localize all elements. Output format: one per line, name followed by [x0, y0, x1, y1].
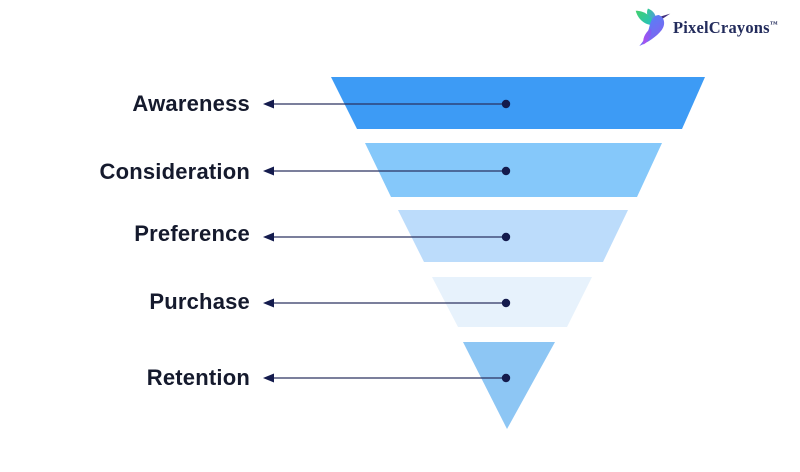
stage-label-awareness: Awareness	[132, 91, 250, 116]
brand-name: PixelCrayons™	[673, 18, 778, 38]
stage-label-consideration: Consideration	[99, 159, 250, 184]
arrowhead-left-icon	[263, 166, 274, 176]
arrowhead-left-icon	[263, 373, 274, 383]
brand-name-text: PixelCrayons	[672, 18, 770, 37]
trademark-symbol: ™	[769, 19, 778, 29]
stage-label-purchase: Purchase	[149, 289, 250, 314]
funnel-stage-consideration	[365, 143, 662, 197]
connector-dot	[501, 166, 511, 176]
arrowhead-left-icon	[263, 232, 274, 242]
stage-label-preference: Preference	[134, 221, 250, 246]
arrowhead-left-icon	[263, 99, 274, 109]
connector-dot	[501, 232, 511, 242]
arrowhead-left-icon	[263, 298, 274, 308]
connector-dot	[501, 298, 511, 308]
funnel-stage-awareness	[331, 77, 705, 129]
brand-logo: PixelCrayons™	[635, 7, 778, 49]
funnel-stage-preference	[398, 210, 628, 262]
connector-dot	[501, 99, 511, 109]
connector-dot	[501, 373, 511, 383]
funnel-stage-retention	[463, 342, 555, 429]
stage-label-retention: Retention	[146, 365, 250, 390]
hummingbird-icon	[635, 8, 671, 46]
funnel-stage-purchase	[432, 277, 592, 327]
